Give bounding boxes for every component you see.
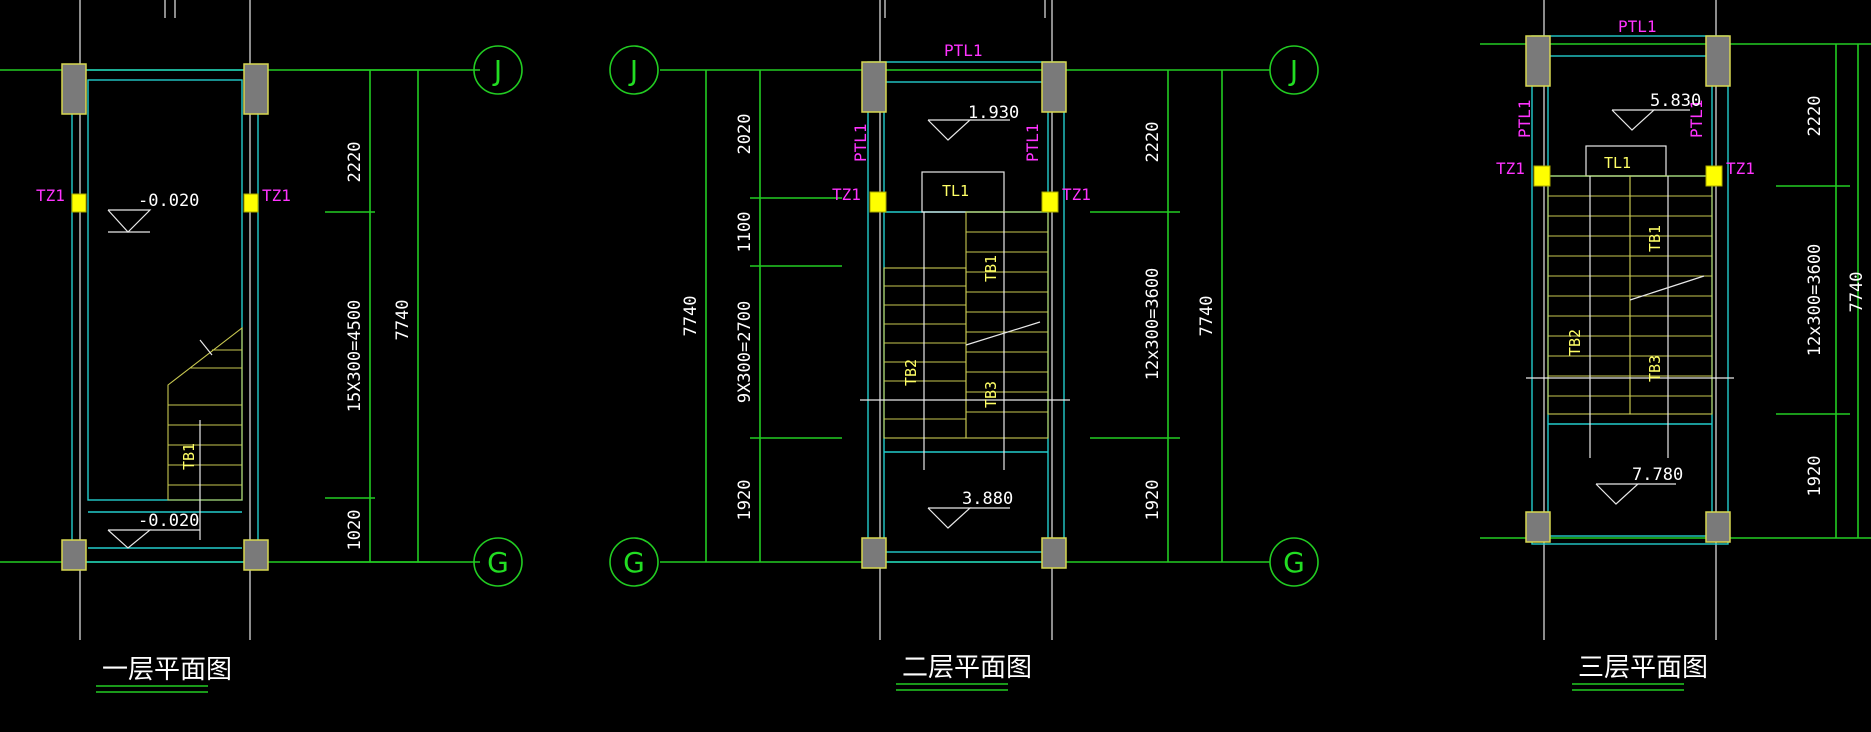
dimension-text: 2020 bbox=[735, 114, 755, 155]
dimension-text: 1920 bbox=[735, 480, 755, 521]
level-mark: -0.020 bbox=[138, 511, 199, 531]
dimension-text: 1920 bbox=[1143, 480, 1163, 521]
axis-bubble-G bbox=[1269, 537, 1319, 587]
plan-title: 二层平面图 bbox=[902, 653, 1032, 683]
axis-bubble-G bbox=[609, 537, 659, 587]
flight-label: TB2 bbox=[1566, 329, 1584, 356]
plan-title: 一层平面图 bbox=[102, 655, 232, 685]
flight-label: TB1 bbox=[180, 443, 198, 470]
axis-label-G: G bbox=[487, 546, 509, 579]
plan-second-floor: J G J G PTL1 PTL1 PTL1 TZ1 TZ1 TL1 1.930… bbox=[609, 0, 1319, 691]
stair-treads bbox=[168, 349, 242, 486]
dimension-text: 15X300=4500 bbox=[345, 300, 365, 413]
stair-treads bbox=[1548, 195, 1712, 397]
flight-label: TB1 bbox=[982, 255, 1000, 282]
plan-title: 三层平面图 bbox=[1578, 653, 1708, 683]
dimension-text: 1020 bbox=[345, 510, 365, 551]
column-label: TZ1 bbox=[1726, 159, 1755, 178]
dimension-text: 12x300=3600 bbox=[1805, 244, 1825, 357]
dimension-text: 12x300=3600 bbox=[1143, 268, 1163, 381]
column-label: TZ1 bbox=[832, 185, 861, 204]
plan-first-floor: J G TZ1 TZ1 -0.020 -0.020 TB1 2220 15X30… bbox=[0, 0, 523, 693]
dimension-total: 7740 bbox=[681, 296, 701, 337]
axis-bubble-J bbox=[473, 45, 523, 95]
axis-bubble-J bbox=[609, 45, 659, 95]
axis-label-G: G bbox=[623, 546, 645, 579]
axis-label-G: G bbox=[1283, 546, 1305, 579]
axis-label-J: J bbox=[1288, 54, 1298, 87]
beam-label: PTL1 bbox=[1023, 123, 1042, 162]
beam-label: PTL1 bbox=[944, 41, 983, 60]
column-label: TZ1 bbox=[1496, 159, 1525, 178]
column-label: TZ1 bbox=[262, 186, 291, 205]
plan-third-floor: PTL1 PTL1 PTL1 TZ1 TZ1 TL1 5.830 7.780 T… bbox=[1480, 0, 1871, 691]
flight-label: TB2 bbox=[902, 359, 920, 386]
beam-label: PTL1 bbox=[1515, 99, 1534, 138]
axis-bubble-G bbox=[473, 537, 523, 587]
dimension-text: 2220 bbox=[345, 142, 365, 183]
flight-label: TB3 bbox=[1646, 355, 1664, 382]
dimension-text: 9X300=2700 bbox=[735, 301, 755, 403]
flight-label: TB1 bbox=[1646, 225, 1664, 252]
landing-beam-label: TL1 bbox=[942, 182, 969, 200]
dimension-total: 7740 bbox=[393, 300, 413, 341]
dimension-text: 2220 bbox=[1143, 122, 1163, 163]
level-mark: -0.020 bbox=[138, 191, 199, 211]
dimension-total: 7740 bbox=[1197, 296, 1217, 337]
column-label: TZ1 bbox=[1062, 185, 1091, 204]
axis-label-J: J bbox=[492, 54, 502, 87]
beam-label: PTL1 bbox=[851, 123, 870, 162]
axis-bubble-J bbox=[1269, 45, 1319, 95]
level-mark: 7.780 bbox=[1632, 465, 1683, 485]
dimension-text: 1100 bbox=[735, 212, 755, 253]
landing-beam-label: TL1 bbox=[1604, 154, 1631, 172]
dimension-text: 1920 bbox=[1805, 456, 1825, 497]
axis-label-J: J bbox=[628, 54, 638, 87]
dimension-text: 2220 bbox=[1805, 96, 1825, 137]
beam-label: PTL1 bbox=[1618, 17, 1657, 36]
flight-label: TB3 bbox=[982, 381, 1000, 408]
level-mark: 1.930 bbox=[968, 103, 1019, 123]
level-mark: 3.880 bbox=[962, 489, 1013, 509]
beam-label: PTL1 bbox=[1687, 99, 1706, 138]
dimension-total: 7740 bbox=[1847, 272, 1867, 313]
column-label: TZ1 bbox=[36, 186, 65, 205]
level-mark: 5.830 bbox=[1650, 91, 1701, 111]
